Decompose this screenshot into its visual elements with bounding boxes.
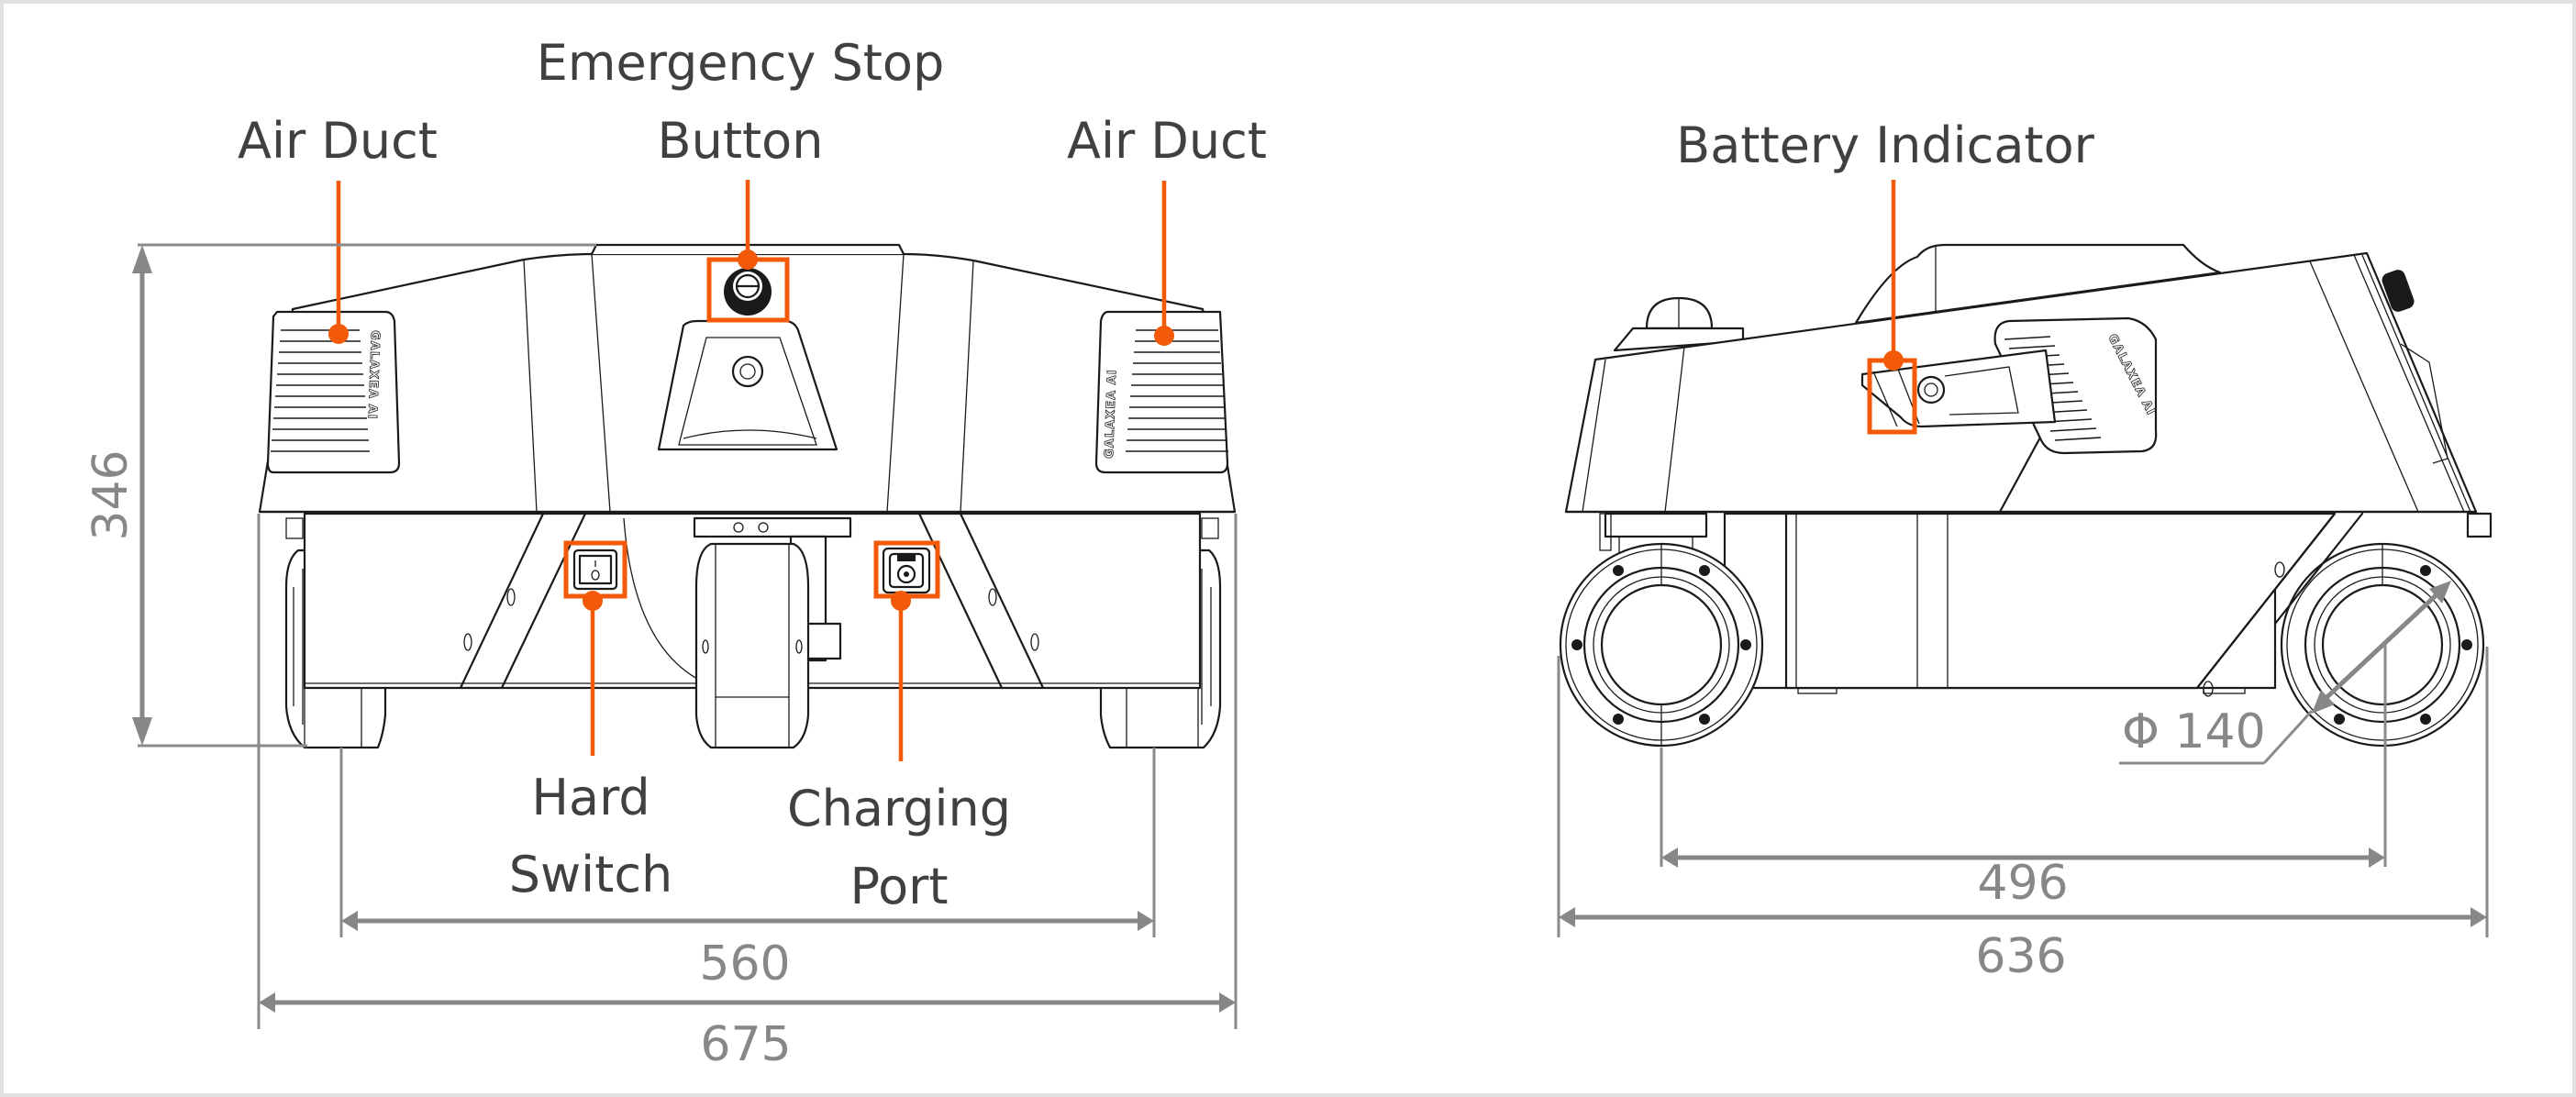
wheel-track-dimension: 560: [339, 748, 1156, 992]
emergency-stop-dot: [738, 249, 758, 270]
hard-switch-dot: [583, 591, 603, 611]
air-duct-right-logo: GALAXEA AI: [1103, 369, 1119, 459]
overall-width-dimension-value: 675: [700, 1017, 791, 1072]
air-duct-right-label: Air Duct: [1067, 112, 1267, 170]
wheelbase-dimension-value: 496: [1977, 856, 2068, 911]
air-duct-left-dot: [328, 324, 349, 344]
air-duct-left-logo: GALAXEA AI: [365, 330, 382, 420]
charging-port-label-line1: Charging: [787, 780, 1011, 837]
side-rear-wheel: [1559, 542, 1764, 748]
front-center-caster-wheel: [694, 542, 810, 749]
overall-length-dimension: 636: [1557, 647, 2489, 984]
air-duct-left: GALAXEA AI: [266, 310, 401, 474]
wheel-diameter-dimension-value: Φ 140: [2122, 704, 2266, 759]
emergency-stop-label-line2: Button: [658, 112, 824, 170]
charging-port-label-line2: Port: [849, 858, 948, 915]
wheel-diameter-dimension: Φ 140: [2119, 581, 2451, 765]
overall-width-dimension: 675: [257, 514, 1238, 1072]
side-chassis: [1599, 512, 2493, 697]
overall-length-dimension-value: 636: [1975, 929, 2066, 984]
battery-indicator-dot: [1883, 350, 1904, 371]
front-view: GALAXEA AI GALAXEA AI Air Duct Emergency…: [83, 34, 1267, 1072]
air-duct-right: GALAXEA AI: [1094, 310, 1229, 474]
hard-switch[interactable]: [572, 548, 618, 591]
hard-switch-label-line2: Switch: [509, 846, 673, 903]
emergency-stop-label-line1: Emergency Stop: [537, 34, 945, 92]
height-dimension-value: 346: [83, 449, 139, 540]
battery-indicator[interactable]: [1860, 349, 2057, 428]
air-duct-left-label: Air Duct: [238, 112, 438, 170]
wheel-track-dimension-value: 560: [699, 936, 790, 992]
charging-port[interactable]: [882, 547, 931, 594]
height-dimension: 346: [83, 243, 596, 748]
battery-indicator-label: Battery Indicator: [1676, 116, 2094, 174]
wheelbase-dimension: 496: [1660, 645, 2387, 911]
hard-switch-label-line1: Hard: [531, 769, 650, 826]
charging-port-dot: [891, 591, 911, 611]
side-view: GALAXEA AI Battery Indicator Φ 140: [1557, 116, 2493, 984]
emergency-stop-button[interactable]: [724, 268, 772, 316]
air-duct-right-dot: [1154, 326, 1174, 346]
